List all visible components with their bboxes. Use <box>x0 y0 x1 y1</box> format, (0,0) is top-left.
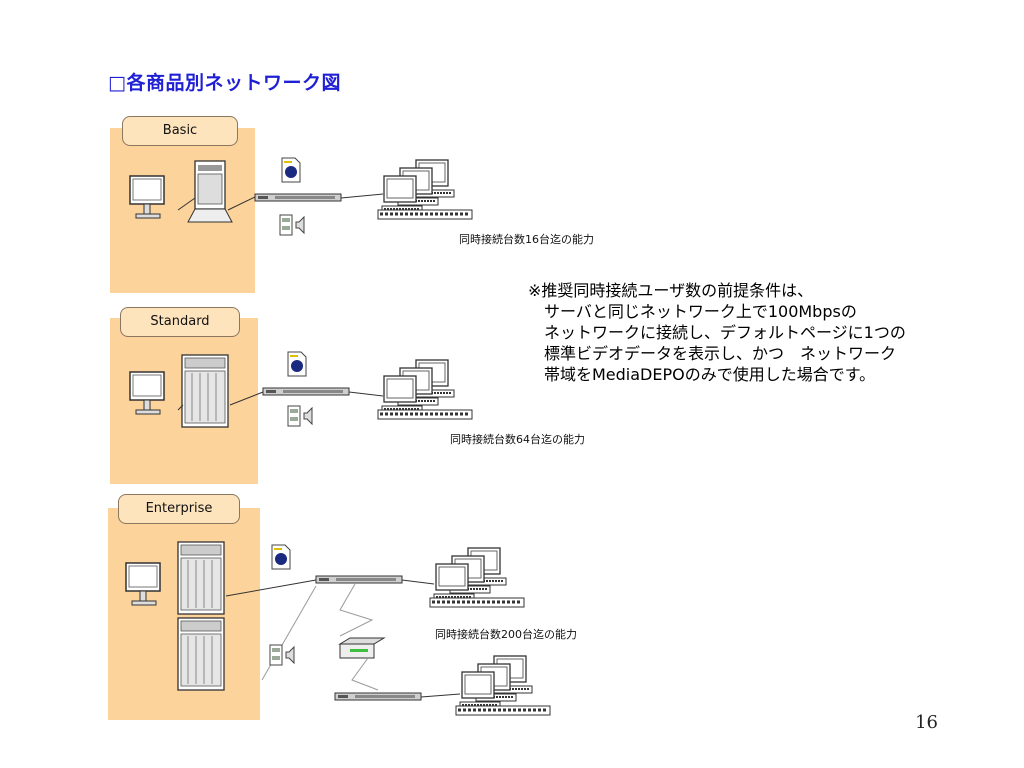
page-number: 16 <box>915 712 938 733</box>
standard-switch-icon <box>262 387 350 396</box>
basic-switch-icon <box>254 193 342 202</box>
footnote-line: ※推奨同時接続ユーザ数の前提条件は、 <box>528 281 814 300</box>
basic-capacity-label: 同時接続台数16台迄の能力 <box>459 233 594 246</box>
basic-tier-label: Basic <box>122 116 238 146</box>
footnote-line: 帯域をMediaDEPOのみで使用した場合です。 <box>528 365 876 384</box>
basic-client-pc-group-icon <box>378 160 472 219</box>
standard-tier-label: Standard <box>120 307 240 337</box>
enterprise-panel <box>108 508 260 720</box>
footnote-line: ネットワークに接続し、デフォルトページに1つの <box>528 323 906 342</box>
basic-speaker-media-icon <box>279 214 305 236</box>
enterprise-speaker-media-icon <box>269 644 295 666</box>
enterprise-tier-label: Enterprise <box>118 494 240 524</box>
page-title: □各商品別ネットワーク図 <box>108 72 341 94</box>
enterprise-web-document-icon <box>271 544 291 570</box>
enterprise-capacity-label: 同時接続台数200台迄の能力 <box>435 628 577 641</box>
basic-web-document-icon <box>281 157 301 183</box>
enterprise-router-icon <box>338 637 386 659</box>
enterprise-client-pc-group-2-icon <box>456 656 550 715</box>
standard-web-document-icon <box>287 351 307 377</box>
footnote-line: 標準ビデオデータを表示し、かつ ネットワーク <box>528 344 897 363</box>
basic-panel <box>110 128 255 293</box>
standard-panel <box>110 318 258 484</box>
standard-capacity-label: 同時接続台数64台迄の能力 <box>450 433 585 446</box>
standard-client-pc-group-icon <box>378 360 472 419</box>
enterprise-client-pc-group-icon <box>430 548 524 607</box>
footnote-line: サーバと同じネットワーク上で100Mbpsの <box>528 302 857 321</box>
enterprise-switch-2-icon <box>334 692 422 701</box>
footnote-text: ※推奨同時接続ユーザ数の前提条件は、 サーバと同じネットワーク上で100Mbps… <box>528 280 906 385</box>
enterprise-switch-icon <box>315 575 403 584</box>
standard-speaker-media-icon <box>287 405 313 427</box>
